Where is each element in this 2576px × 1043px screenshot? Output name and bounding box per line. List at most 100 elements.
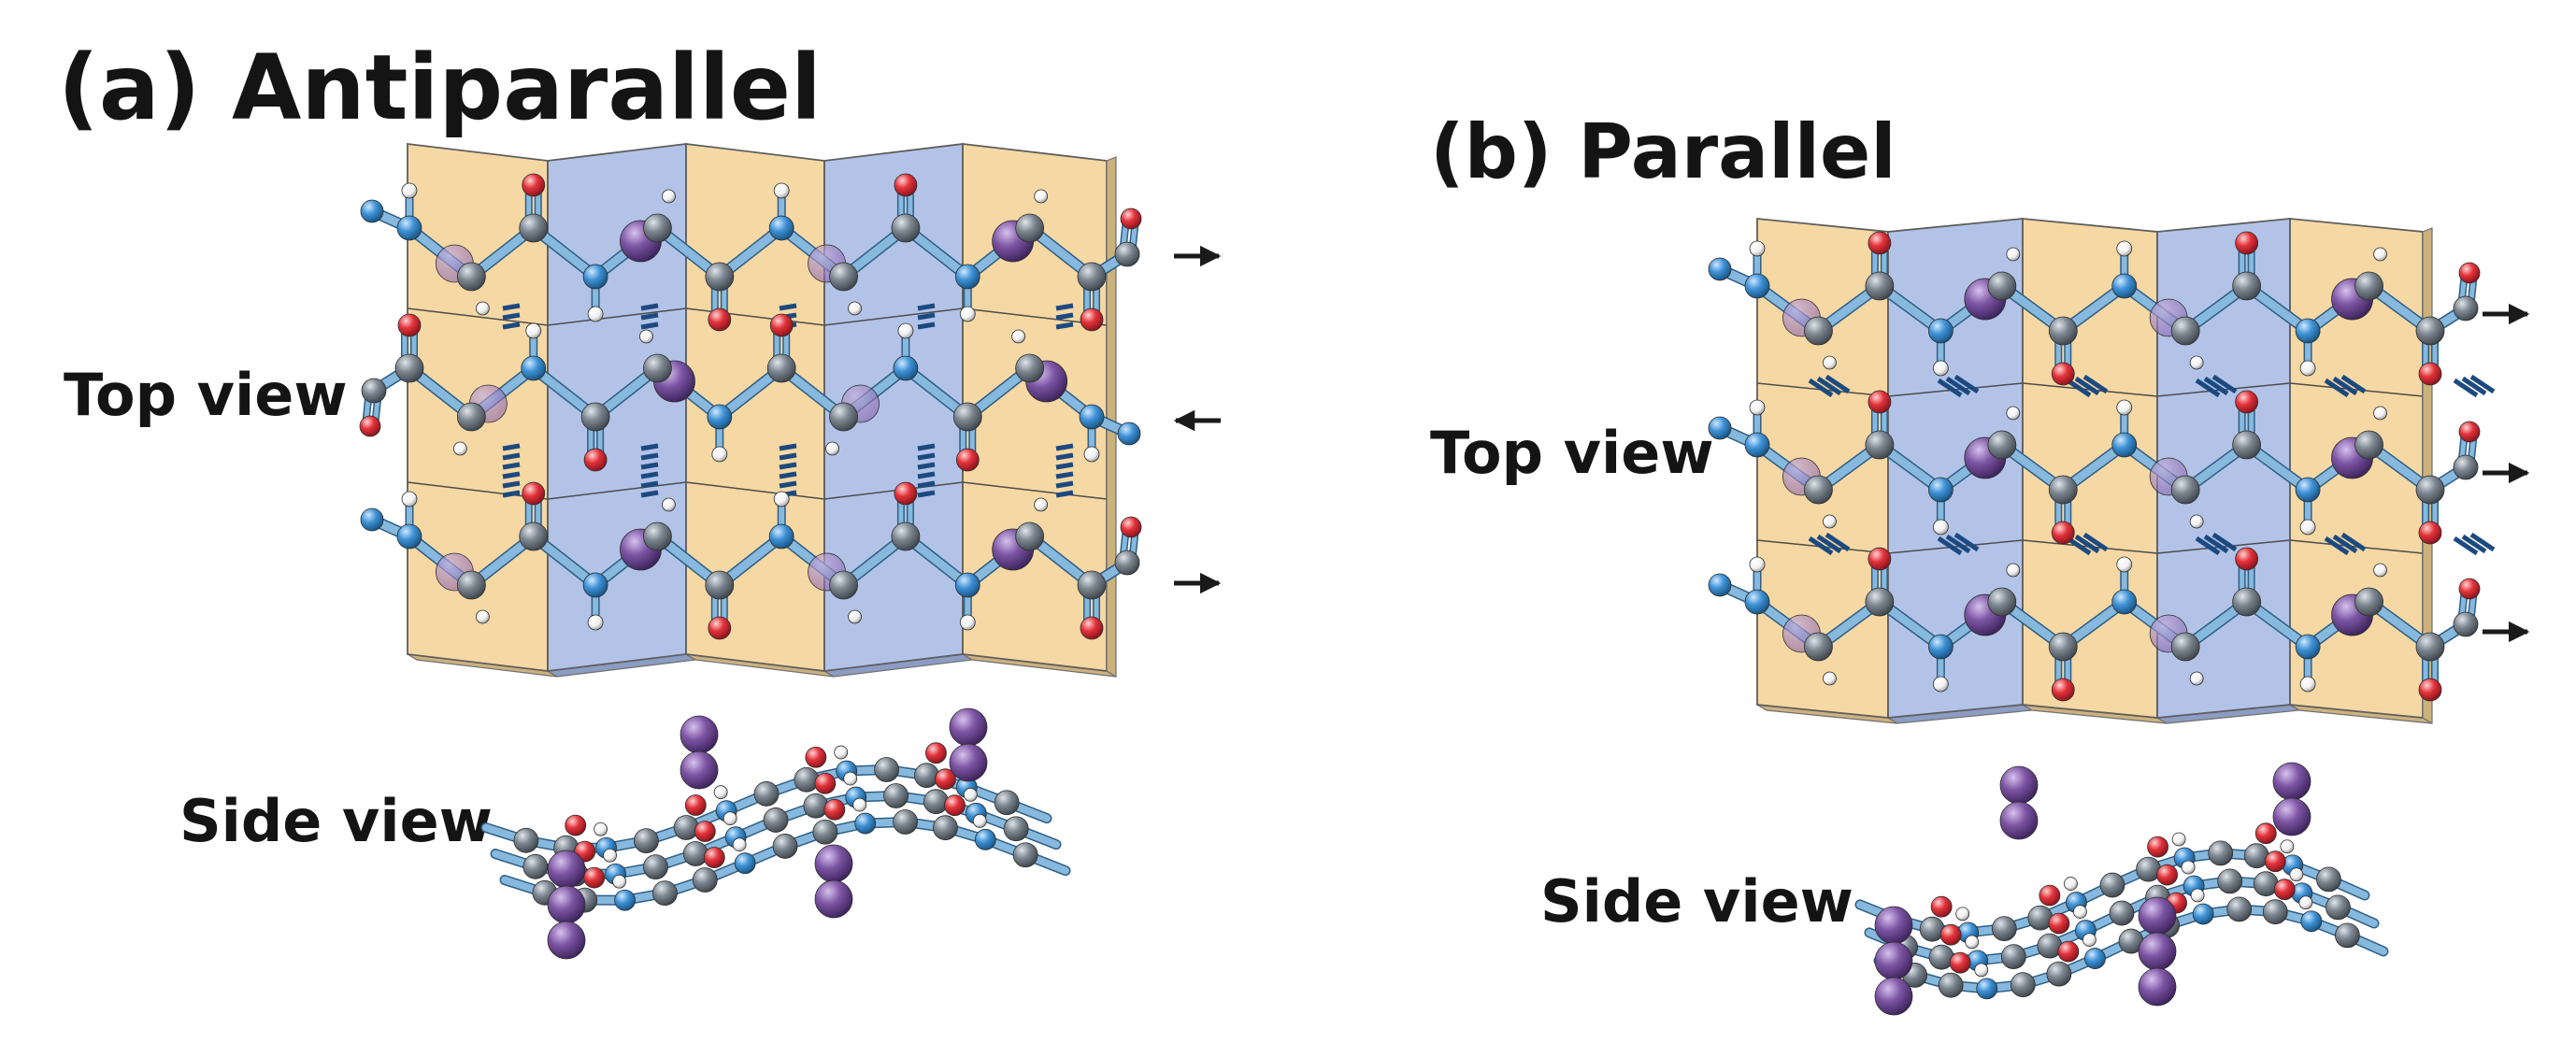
side-chain-atom xyxy=(1999,765,2039,805)
oxygen-atom xyxy=(2147,836,2168,858)
hydrogen-bond-dash xyxy=(1055,471,1074,479)
sheet-side-face xyxy=(1106,156,1117,679)
nitrogen-atom xyxy=(2295,634,2321,660)
oxygen-atom xyxy=(2051,362,2075,386)
hydrogen-bond-dash xyxy=(917,312,936,321)
sheet-row-line xyxy=(823,481,964,500)
oxygen-atom xyxy=(2418,362,2442,386)
panel-b-top-view-label: Top view xyxy=(1430,419,1714,487)
side-chain-atom xyxy=(2138,967,2177,1007)
hydrogen-bond-dash xyxy=(1055,490,1074,498)
hydrogen-bond-dash xyxy=(2340,374,2367,394)
hydrogen-bond-dash xyxy=(1953,532,1980,552)
hydrogen-bond-dash xyxy=(917,480,936,489)
hydrogen-atom xyxy=(1974,963,1989,978)
carbon-atom xyxy=(1987,587,2017,617)
hydrogen-atom xyxy=(1965,935,1980,950)
nitrogen-atom xyxy=(521,355,547,381)
carbon-atom xyxy=(2048,632,2078,662)
carbon-atom xyxy=(1865,271,1895,301)
hydrogen-bond-dash xyxy=(640,490,659,498)
hydrogen-bond-dash xyxy=(779,452,797,461)
oxygen-atom xyxy=(2235,547,2259,571)
hydrogen-bond-dash xyxy=(2082,374,2109,394)
hydrogen-bond-dash xyxy=(1816,534,1842,554)
hydrogen-atom xyxy=(587,614,604,631)
sheet-row-line xyxy=(547,307,687,326)
panel-b-title: (b) Parallel xyxy=(1430,108,1896,195)
hydrogen-bond-dash xyxy=(640,452,659,461)
hydrogen-atom xyxy=(2299,676,2316,693)
hydrogen-bond-dash xyxy=(2469,374,2496,394)
side-chain-atom xyxy=(1874,977,1913,1016)
carbon-atom xyxy=(682,841,708,866)
hydrogen-atom xyxy=(2189,514,2204,529)
hydrogen-atom xyxy=(2116,240,2133,257)
oxygen-atom xyxy=(805,746,827,768)
carbon-atom xyxy=(519,522,549,551)
nitrogen-atom xyxy=(396,215,422,241)
hydrogen-bond-dash xyxy=(640,471,659,479)
nitrogen-atom xyxy=(1708,257,1732,281)
hydrogen-atom xyxy=(963,787,978,802)
hydrogen-atom xyxy=(2373,563,2387,578)
sheet-row-line xyxy=(407,307,549,326)
carbon-atom xyxy=(883,783,909,808)
hydrogen-bond-dash xyxy=(2074,376,2100,396)
hydrogen-bond-dash xyxy=(1055,480,1074,489)
nitrogen-atom xyxy=(707,404,733,430)
hydrogen-bond-dash xyxy=(1945,534,1971,554)
carbon-atom xyxy=(1987,430,2017,460)
hydrogen-bond-dash xyxy=(502,452,521,461)
hydrogen-atom xyxy=(2006,563,2021,578)
oxygen-atom xyxy=(2264,850,2286,873)
hydrogen-bond-dash xyxy=(1055,321,1074,330)
carbon-atom xyxy=(914,763,939,789)
hydrogen-bond-dash xyxy=(1945,376,1971,396)
carbon-atom xyxy=(2000,944,2026,969)
hydrogen-bond-dash xyxy=(2203,534,2229,554)
nitrogen-atom xyxy=(2192,903,2214,925)
nitrogen-atom xyxy=(954,572,980,598)
carbon-atom xyxy=(829,570,858,600)
carbon-atom xyxy=(829,402,858,432)
carbon-atom xyxy=(766,353,796,383)
hydrogen-atom xyxy=(773,491,790,507)
hydrogen-atom xyxy=(2189,671,2204,686)
oxygen-atom xyxy=(2057,940,2080,963)
hydrogen-bond-dash xyxy=(779,443,797,451)
oxygen-atom xyxy=(925,742,947,764)
carbon-atom xyxy=(812,819,838,845)
hydrogen-atom xyxy=(525,322,542,339)
carbon-atom xyxy=(772,834,798,859)
carbon-atom xyxy=(1077,570,1107,600)
carbon-atom xyxy=(952,402,982,432)
hydrogen-atom xyxy=(594,822,608,836)
carbon-atom xyxy=(2415,632,2445,662)
carbon-atom xyxy=(1015,522,1045,551)
carbon-atom xyxy=(522,853,549,879)
hydrogen-atom xyxy=(2280,839,2295,854)
oxygen-atom xyxy=(1080,616,1104,640)
nitrogen-atom xyxy=(1708,573,1732,597)
hydrogen-atom xyxy=(834,745,849,760)
hydrogen-atom xyxy=(2298,895,2313,910)
oxygen-atom xyxy=(565,814,587,836)
carbon-atom xyxy=(994,790,1020,816)
carbon-atom xyxy=(361,378,387,404)
hydrogen-bond-dash xyxy=(2203,376,2229,396)
hydrogen-atom xyxy=(1749,556,1766,573)
hydrogen-atom xyxy=(972,813,987,828)
oxygen-atom xyxy=(1939,923,1962,946)
carbon-atom xyxy=(643,213,672,243)
hydrogen-bond-dash xyxy=(1808,378,1834,398)
carbon-atom xyxy=(456,570,486,600)
oxygen-atom xyxy=(935,768,956,791)
hydrogen-bond-dash xyxy=(917,321,936,330)
side-chain-atom xyxy=(814,879,853,919)
hydrogen-atom xyxy=(2073,905,2087,919)
carbon-atom xyxy=(2048,316,2078,346)
carbon-atom xyxy=(2415,316,2445,346)
carbon-atom xyxy=(2046,961,2072,987)
carbon-atom xyxy=(519,213,549,243)
